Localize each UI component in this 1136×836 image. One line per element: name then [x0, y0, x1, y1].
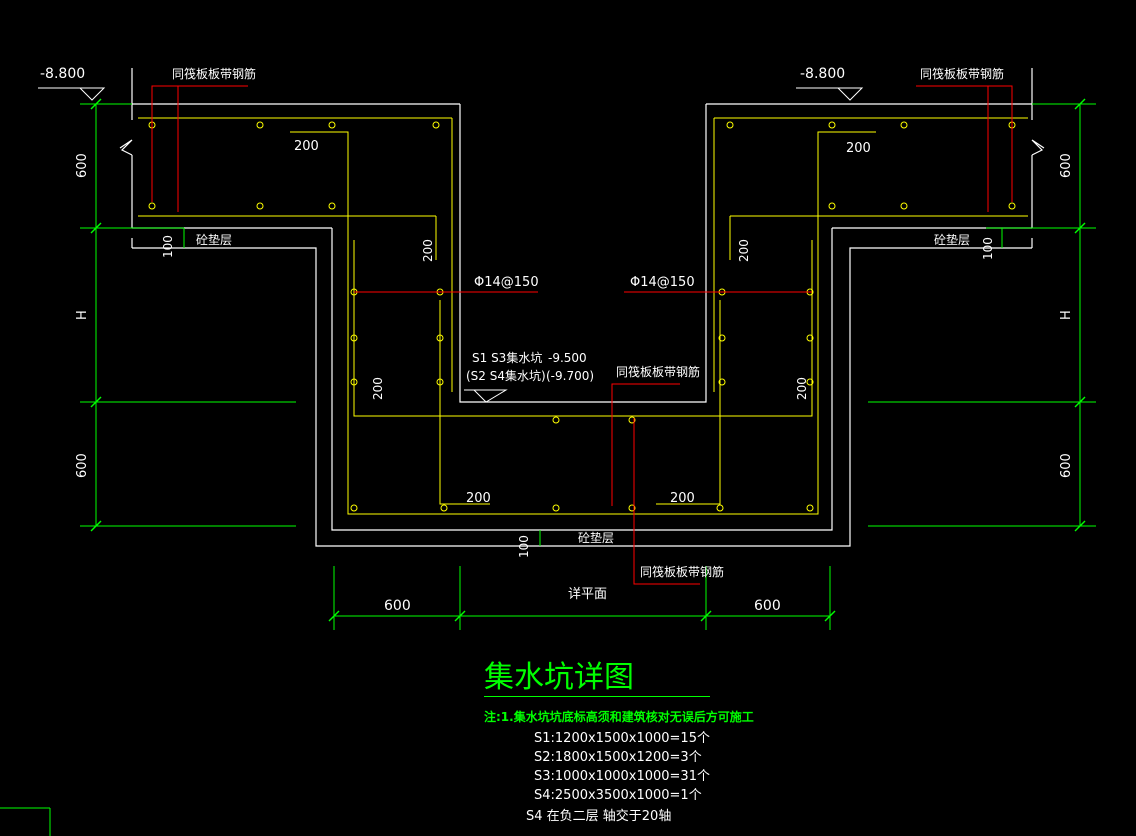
elev-label-right: -8.800 [800, 66, 845, 82]
dim-100-left: 100 [161, 235, 175, 258]
leader-lines [151, 85, 1013, 585]
elev-label-left: -8.800 [40, 66, 85, 82]
note-s2: S2:1800x1500x1200=3个 [534, 750, 702, 765]
see-plan-label: 详平面 [568, 587, 607, 602]
drawing-title: 集水坑详图 [484, 660, 634, 695]
rebar-note-center: 同筏板板带钢筋 [616, 364, 700, 379]
pit-elev-line1: -9.500 [548, 351, 587, 365]
rebar-dots [148, 121, 1016, 512]
dim-600-right-top: 600 [1059, 153, 1074, 178]
note-s3: S3:1000x1000x1000=31个 [534, 769, 710, 784]
elevation-markers [38, 87, 864, 403]
concrete-outline [119, 68, 1045, 547]
dimension-ticks [90, 98, 1086, 622]
cushion-label-left: 砼垫层 [196, 232, 232, 247]
dim-200-f: 200 [737, 239, 751, 262]
pit-type-line1: S1 S3集水坑 [472, 350, 542, 365]
width-600-left: 600 [384, 598, 411, 614]
dim-h-right: H [1059, 310, 1074, 320]
rebar-note-bottom: 同筏板板带钢筋 [640, 564, 724, 579]
dim-200-h: 200 [795, 377, 809, 400]
rebar-note-top-left: 同筏板板带钢筋 [172, 66, 256, 81]
dim-100-right: 100 [981, 237, 995, 260]
note-s4: S4:2500x3500x1000=1个 [534, 788, 702, 803]
bar-spec-left: Φ14@150 [474, 275, 539, 290]
dim-200-b: 200 [846, 141, 871, 156]
note-s1: S1:1200x1500x1000=15个 [534, 731, 710, 746]
bar-spec-right: Φ14@150 [630, 275, 695, 290]
dim-200-c: 200 [466, 491, 491, 506]
rebar-note-top-right: 同筏板板带钢筋 [920, 66, 1004, 81]
dimension-lines [0, 103, 1096, 836]
dim-600-left-top: 600 [75, 153, 90, 178]
pit-type-line2: (S2 S4集水坑) [466, 368, 546, 383]
dim-200-g: 200 [371, 377, 385, 400]
drawing-text: -8.800 -8.800 同筏板板带钢筋 同筏板板带钢筋 砼垫层 砼垫层 砼垫… [40, 66, 1074, 614]
cushion-label-bottom: 砼垫层 [578, 530, 614, 545]
cushion-label-right: 砼垫层 [934, 232, 970, 247]
dim-100-bottom: 100 [517, 535, 531, 558]
note-s4-location: S4 在负二层 轴交于20轴 [526, 809, 672, 824]
pit-elev-line2: (-9.700) [546, 369, 594, 383]
dim-600-left-bottom: 600 [75, 453, 90, 478]
dim-200-d: 200 [670, 491, 695, 506]
title-underline [484, 696, 710, 697]
width-600-right: 600 [754, 598, 781, 614]
dim-200-a: 200 [294, 139, 319, 154]
dim-h-left: H [75, 310, 90, 320]
dim-200-e: 200 [421, 239, 435, 262]
note-heading: 注:1.集水坑坑底标高须和建筑核对无误后方可施工 [484, 710, 754, 724]
dim-600-right-bottom: 600 [1059, 453, 1074, 478]
rebar-lines [138, 117, 1028, 515]
